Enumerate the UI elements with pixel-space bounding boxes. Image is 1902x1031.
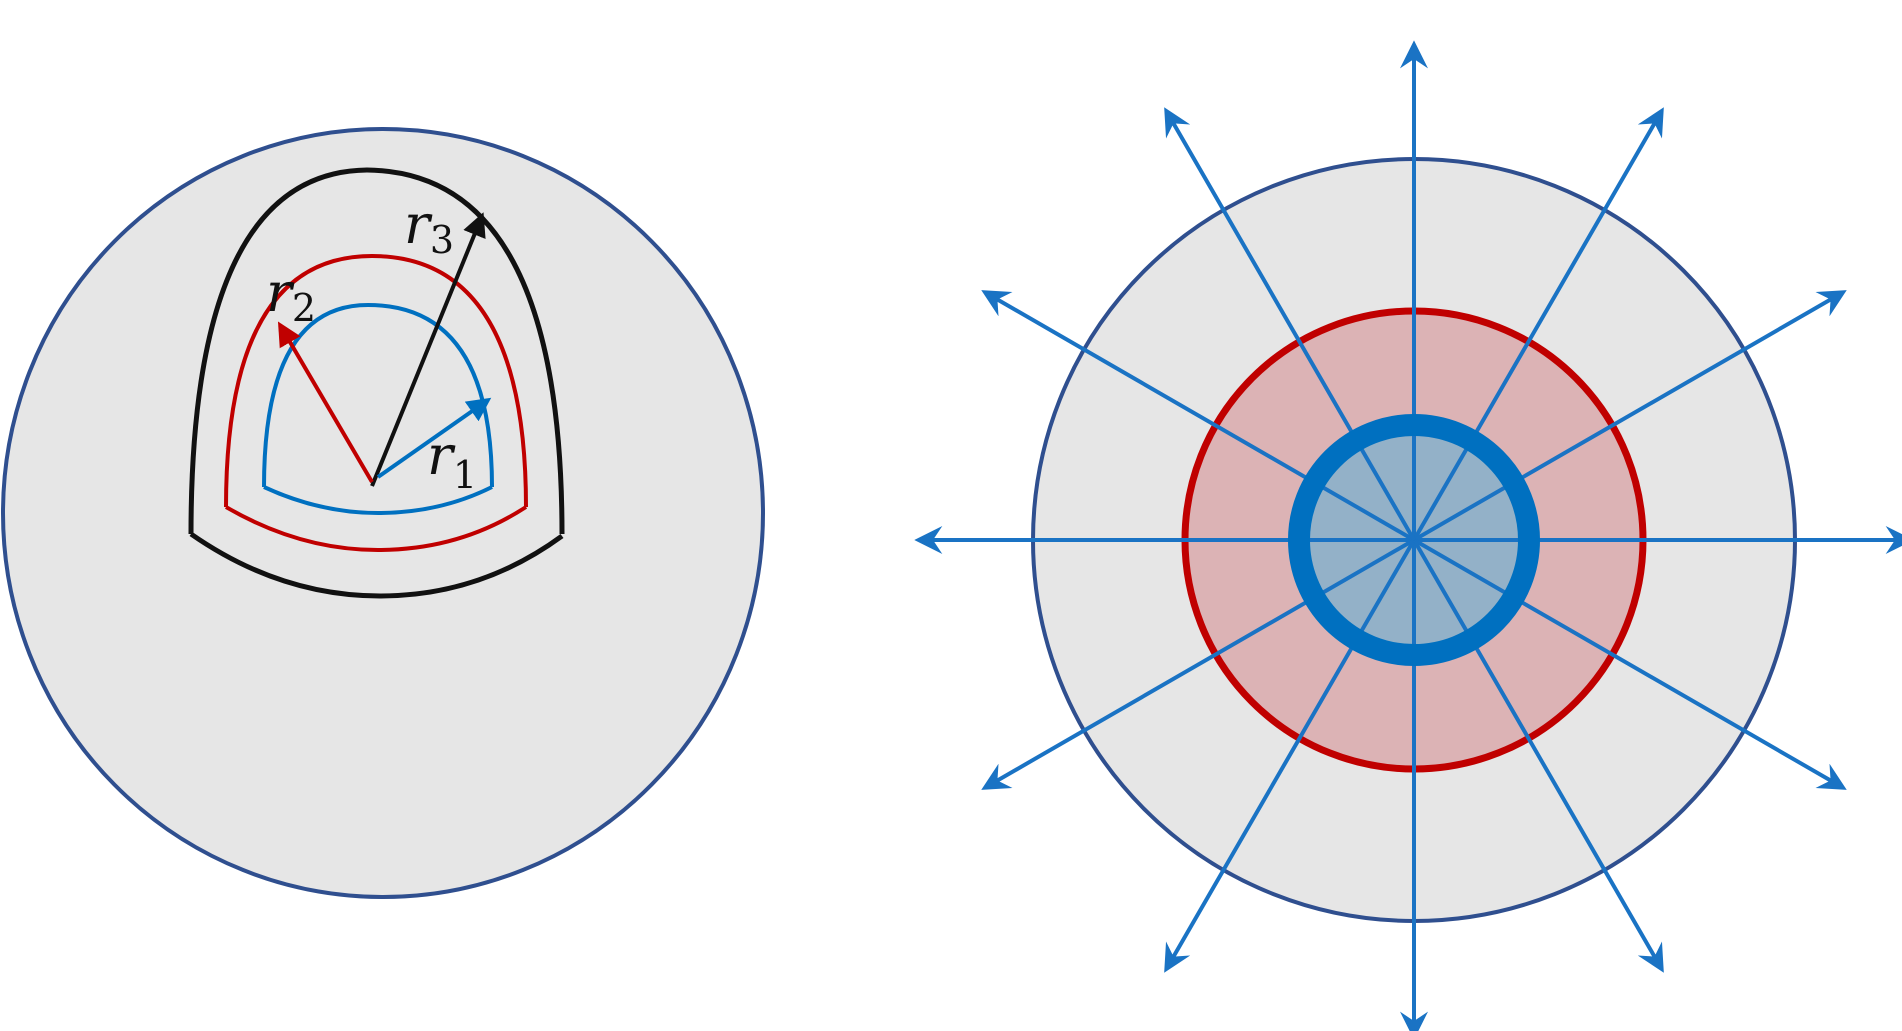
ray-arrow bbox=[1413, 538, 1847, 790]
ray-arrow bbox=[1164, 539, 1416, 973]
core-ring bbox=[1288, 414, 1540, 666]
ray-arrow bbox=[1413, 290, 1847, 542]
label-r3-sub: 3 bbox=[430, 218, 454, 262]
radius-arrow-r3 bbox=[370, 212, 486, 487]
label-r1-var: r bbox=[427, 424, 456, 487]
inner-shell-blue-base bbox=[263, 485, 493, 516]
label-r3-var: r bbox=[404, 193, 433, 256]
label-r2: r2 bbox=[266, 261, 316, 330]
ray-arrow bbox=[981, 290, 1415, 542]
ray-arrow bbox=[1412, 107, 1664, 541]
middle-shell-red bbox=[224, 253, 528, 508]
radius-arrow-r1 bbox=[376, 397, 492, 479]
outer-shell-black bbox=[188, 167, 565, 535]
left-panel: r3 r2 r1 bbox=[1, 127, 765, 899]
label-r1-sub: 1 bbox=[453, 453, 477, 497]
label-r2-var: r bbox=[266, 261, 295, 324]
radius-arrow-r2 bbox=[277, 321, 374, 484]
ray-arrow bbox=[1412, 539, 1664, 973]
label-r2-sub: 2 bbox=[292, 286, 316, 330]
label-r1: r1 bbox=[427, 424, 477, 497]
ray-group bbox=[914, 40, 1902, 1031]
label-r3: r3 bbox=[404, 193, 454, 262]
middle-shell-red-base bbox=[224, 505, 528, 553]
ray-arrow bbox=[1164, 107, 1416, 541]
ray-arrow bbox=[981, 538, 1415, 790]
inner-shell-blue bbox=[262, 302, 494, 488]
right-panel bbox=[914, 40, 1902, 1031]
outer-shell-black-base bbox=[189, 531, 564, 599]
